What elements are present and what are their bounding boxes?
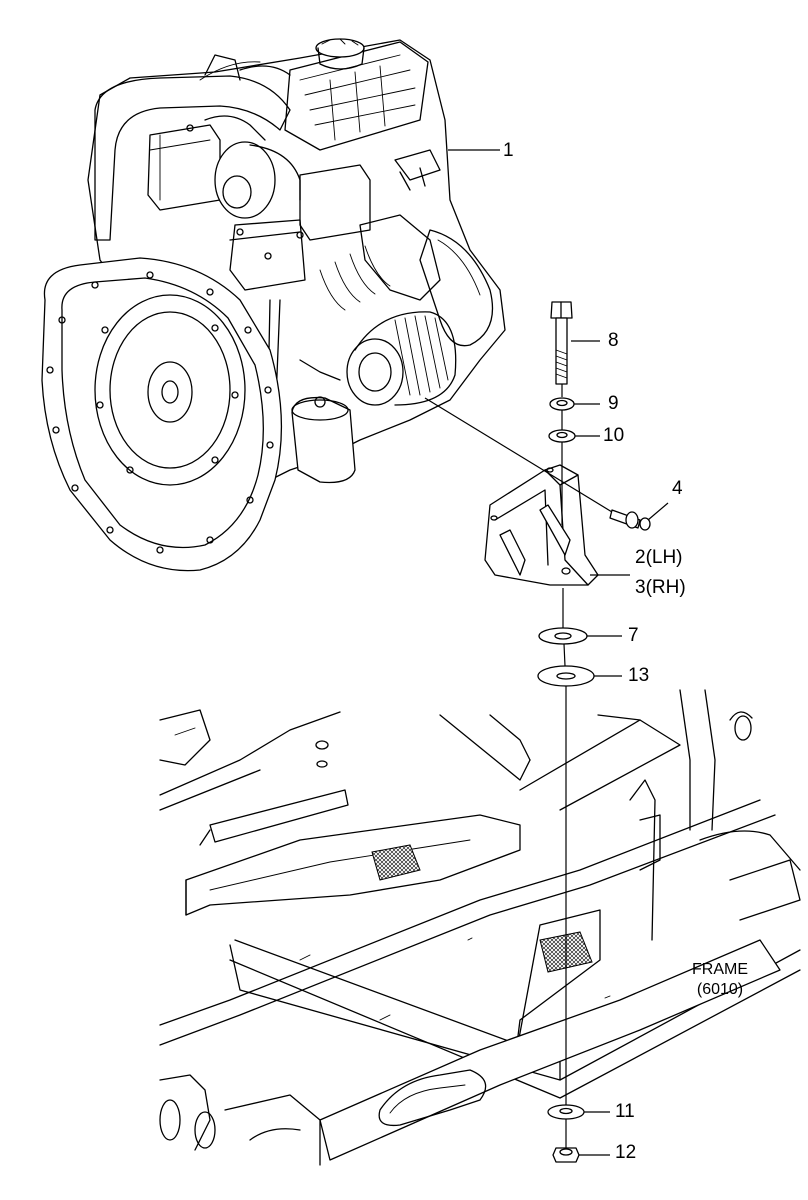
engine-mount-bracket	[484, 464, 599, 586]
callout-8: 8	[608, 330, 619, 351]
callout-2-lh: 2(LH)	[635, 547, 683, 568]
washer-part-13	[537, 665, 595, 687]
callout-1: 1	[503, 140, 514, 161]
callout-3-rh: 3(RH)	[635, 577, 686, 598]
engine-assembly	[41, 38, 506, 572]
callout-9: 9	[608, 393, 619, 414]
washer-part-10	[548, 429, 576, 443]
washer-part-9	[549, 397, 575, 411]
washer-part-11	[547, 1104, 585, 1120]
bolt-part-8	[550, 301, 573, 385]
callout-7: 7	[628, 625, 639, 646]
callout-4: 4	[672, 478, 683, 499]
vehicle-frame	[159, 689, 801, 1166]
leader-lines	[424, 149, 669, 1156]
nut-part-12	[552, 1147, 580, 1163]
washer-part-7	[538, 627, 588, 645]
frame-name: FRAME	[692, 961, 748, 978]
frame-code: (6010)	[696, 981, 744, 998]
bolt-part-4	[609, 509, 651, 531]
frame-label: FRAME (6010)	[680, 960, 760, 1000]
callout-13: 13	[628, 665, 650, 686]
callout-11: 11	[615, 1101, 635, 1122]
callout-10: 10	[603, 425, 625, 446]
callout-12: 12	[615, 1142, 637, 1163]
